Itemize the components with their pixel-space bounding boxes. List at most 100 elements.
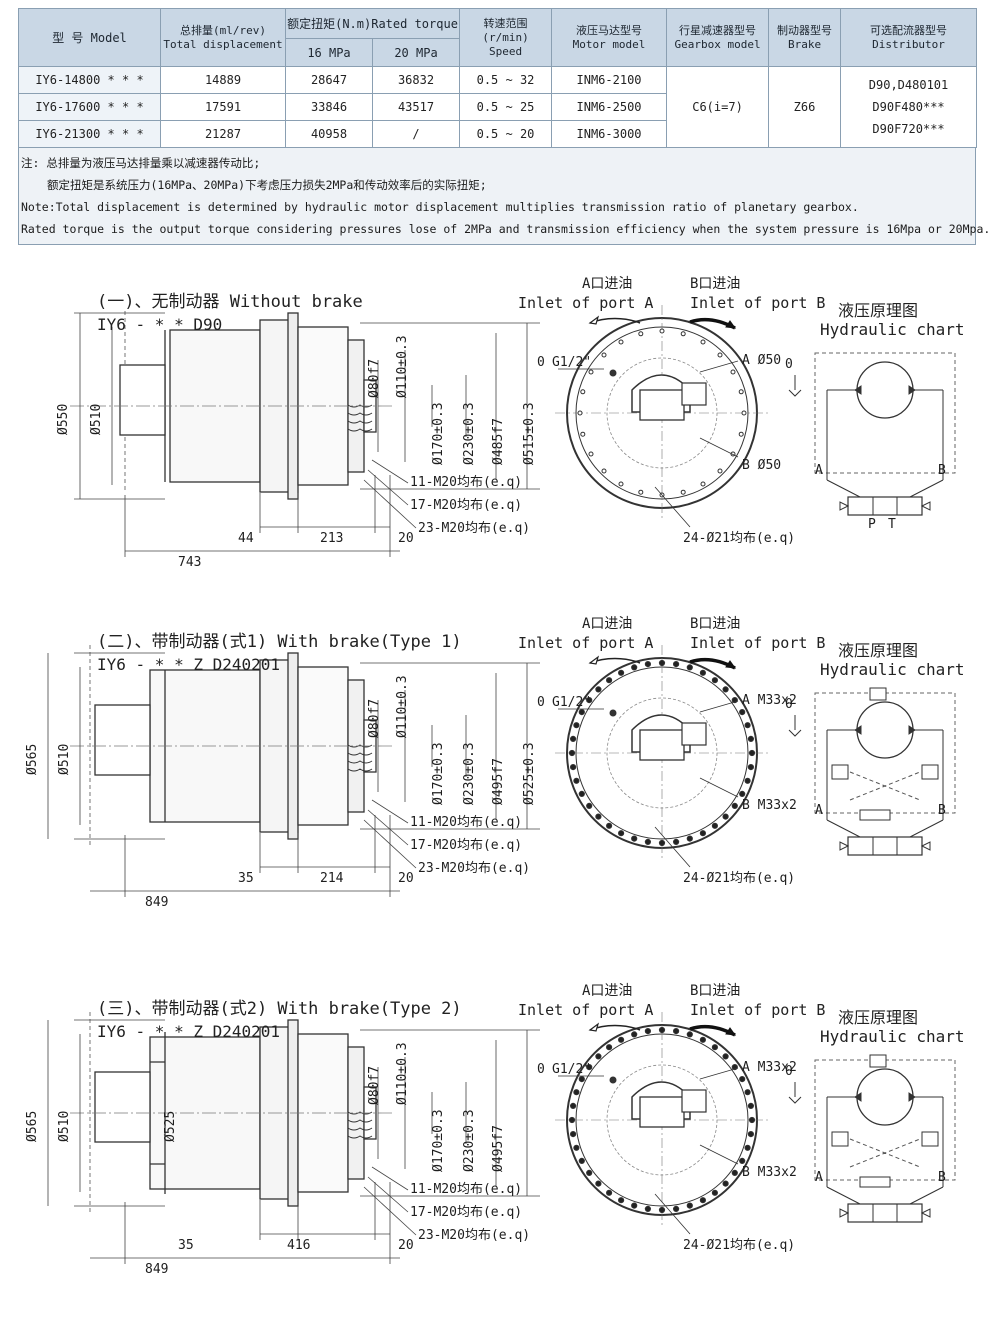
table-row: IY6-17600 * * * 17591 33846 43517 0.5 ~ … — [18, 93, 977, 121]
mount-hole — [722, 1053, 729, 1060]
mount-hole — [673, 1028, 680, 1035]
mount-hole — [748, 1116, 756, 1124]
mount-hole — [638, 489, 644, 495]
mount-hole — [595, 1053, 602, 1060]
drawing-section: (一)、无制动器 Without brake IY6 - * * D90 Ø55… — [0, 265, 1000, 605]
mount-hole — [580, 389, 586, 395]
drawing-svg — [47, 1012, 956, 1264]
mount-hole — [673, 661, 680, 668]
mount-hole — [580, 431, 586, 437]
mount-hole — [711, 822, 719, 829]
gearbox-cell: C6(i=7) — [666, 66, 770, 148]
hydraulic-chart-title-cn: 液压原理图 — [838, 1008, 919, 1027]
mount-hole — [570, 735, 577, 742]
chart-drain-port: 0 — [785, 697, 793, 712]
port-a-label-en: Inlet of port A — [518, 1001, 654, 1019]
mount-hole — [618, 1197, 625, 1204]
mount-hole — [673, 838, 680, 845]
dim-pcd-outer: Ø515±0.3 — [522, 402, 537, 465]
dim-pcd-110: Ø110±0.3 — [395, 1042, 410, 1105]
port-a-label-cn: A口进油 — [582, 276, 633, 292]
mount-hole — [586, 697, 593, 704]
dim-pcd-110: Ø110±0.3 — [395, 335, 410, 398]
side-view — [70, 645, 395, 845]
chart-port-b: B — [938, 463, 946, 478]
dim-mid-diameter: Ø525 — [163, 1110, 178, 1142]
dim-shaft-80: Ø80f7 — [367, 358, 382, 398]
mount-hole — [738, 431, 744, 437]
mount-hole — [606, 1189, 613, 1196]
mount-hole — [739, 1157, 746, 1164]
mount-hole — [631, 664, 638, 671]
mount-hole — [601, 352, 607, 358]
mount-hole — [730, 369, 736, 375]
mount-hole — [588, 451, 594, 457]
mount-hole — [744, 777, 751, 784]
chart-drain-port: 0 — [785, 1064, 793, 1079]
header-torque-16: 16 MPa — [285, 38, 373, 67]
dimension-lines — [74, 312, 540, 557]
chart-port-p: P — [868, 517, 876, 532]
mount-hole — [747, 1131, 755, 1138]
dim-total-length: 849 — [145, 1262, 169, 1277]
header-gearbox: 行星减速器型号 Gearbox model — [666, 8, 770, 67]
section-title: (二)、带制动器(式1) With brake(Type 1) — [97, 632, 462, 652]
mount-hole — [659, 328, 665, 334]
drawing-section: (三)、带制动器(式2) With brake(Type 2) IY6 - * … — [0, 972, 1000, 1312]
header-model: 型 号 Model — [18, 8, 161, 67]
drain-thread-label: G1/2" — [552, 695, 592, 710]
header-displacement: 总排量(ml/rev) Total displacement — [160, 8, 286, 67]
port-b-label-cn: B口进油 — [690, 616, 741, 632]
mount-hole — [717, 468, 723, 474]
mount-hole — [601, 468, 607, 474]
mount-hole — [578, 790, 585, 797]
dim-length-c: 20 — [398, 531, 414, 546]
port-a-label-en: Inlet of port A — [518, 294, 654, 312]
mount-hole — [586, 1169, 593, 1176]
dim-inner-diameter: Ø510 — [57, 1110, 72, 1142]
port-a-label-cn: A口进油 — [582, 616, 633, 632]
mount-hole — [658, 1206, 666, 1214]
spec-table-block: 型 号 Model 总排量(ml/rev) Total displacement… — [18, 8, 990, 245]
section-title: (三)、带制动器(式2) With brake(Type 2) — [97, 999, 462, 1019]
mount-holes-label: 24-Ø21均布(e.q) — [683, 871, 796, 886]
dim-shaft-80: Ø80f7 — [367, 1065, 382, 1105]
mount-hole — [722, 686, 729, 693]
header-distributor: 可选配流器型号 Distributor — [840, 8, 978, 67]
mount-hole — [595, 813, 602, 820]
drawing-svg — [47, 645, 956, 897]
mount-hole — [606, 822, 613, 829]
mount-hole — [747, 764, 755, 771]
mount-hole — [568, 1116, 576, 1124]
header-torque-20: 20 MPa — [371, 38, 461, 67]
dim-pcd-110: Ø110±0.3 — [395, 675, 410, 738]
header-speed: 转速范围 (r/min) Speed — [459, 8, 553, 67]
hydraulic-chart — [788, 1054, 956, 1223]
mount-hole — [686, 1202, 693, 1209]
mount-holes-label: 24-Ø21均布(e.q) — [683, 531, 796, 546]
mount-hole — [595, 1180, 602, 1187]
port-b-size: B M33x2 — [742, 1165, 797, 1180]
dim-length-a: 35 — [178, 1238, 194, 1253]
front-view — [555, 1012, 770, 1235]
hydraulic-chart-title-en: Hydraulic chart — [820, 320, 965, 339]
spec-table: 型 号 Model 总排量(ml/rev) Total displacement… — [18, 8, 978, 148]
dim-outer-diameter: Ø565 — [25, 1110, 40, 1142]
brake-cell: Z66 — [768, 66, 842, 148]
mount-hole — [673, 1205, 680, 1212]
mount-hole — [606, 1044, 613, 1051]
side-view — [70, 311, 395, 500]
mount-hole — [618, 339, 624, 345]
bolt-label-17: 17-M20均布(e.q) — [410, 838, 523, 853]
mount-hole — [699, 1197, 707, 1204]
mount-hole — [578, 1157, 585, 1164]
dim-length-c: 20 — [398, 871, 414, 886]
mount-hole — [618, 669, 625, 676]
mount-hole — [570, 1131, 577, 1138]
dim-pcd-170: Ø170±0.3 — [431, 742, 446, 805]
mount-hole — [573, 1089, 580, 1096]
note-line: Note:Total displacement is determined by… — [21, 200, 859, 214]
dim-pcd-170: Ø170±0.3 — [431, 1109, 446, 1172]
dim-inner-diameter: Ø510 — [57, 743, 72, 775]
mount-hole — [586, 1064, 593, 1071]
